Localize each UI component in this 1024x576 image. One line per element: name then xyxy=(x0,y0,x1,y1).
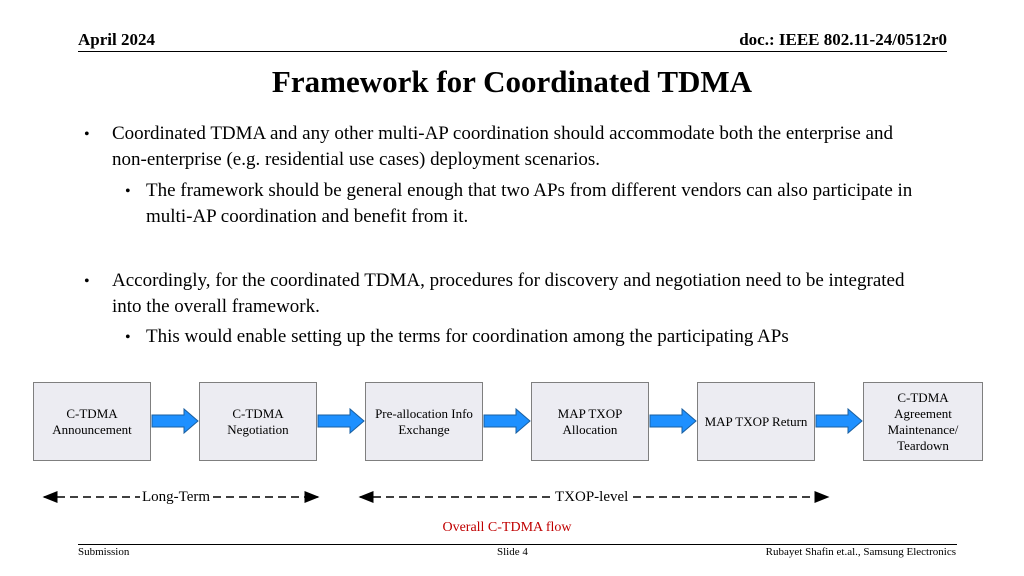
flow-step-allocation: MAP TXOP Allocation xyxy=(531,382,649,461)
slide-title: Framework for Coordinated TDMA xyxy=(271,64,753,99)
footer-authors: Rubayet Shafin et.al., Samsung Electroni… xyxy=(765,546,956,558)
bullet-marker: • xyxy=(84,126,90,143)
footer-divider xyxy=(78,544,957,545)
sub-bullet-text: This would enable setting up the terms f… xyxy=(146,326,789,347)
footer-submission: Submission xyxy=(78,546,130,558)
flow-arrow xyxy=(317,407,365,435)
flow-arrow xyxy=(483,407,531,435)
flow-arrows xyxy=(151,407,863,435)
header-divider xyxy=(78,51,947,52)
header-date: April 2024 xyxy=(78,30,155,49)
flow-step-maintenance: C-TDMA Agreement Maintenance/ Teardown xyxy=(863,382,983,461)
flow-arrow xyxy=(815,407,863,435)
flow-caption: Overall C-TDMA flow xyxy=(442,520,572,535)
txop-level-label: TXOP-level xyxy=(553,489,631,506)
long-term-label: Long-Term xyxy=(140,489,213,506)
sub-bullet-text: The framework should be general enough t… xyxy=(146,180,913,227)
bullet-marker: • xyxy=(125,183,131,200)
flow-arrow xyxy=(151,407,199,435)
bullet-text: Coordinated TDMA and any other multi-AP … xyxy=(112,123,893,170)
flow-arrow xyxy=(649,407,697,435)
footer-slide-number: Slide 4 xyxy=(497,546,528,558)
bullet-text: Accordingly, for the coordinated TDMA, p… xyxy=(112,270,905,317)
flow-step-announcement: C-TDMA Announcement xyxy=(33,382,151,461)
flow-step-negotiation: C-TDMA Negotiation xyxy=(199,382,317,461)
flow-step-pre-allocation: Pre-allocation Info Exchange xyxy=(365,382,483,461)
bullet-marker: • xyxy=(84,273,90,290)
flow-step-return: MAP TXOP Return xyxy=(697,382,815,461)
bullet-marker: • xyxy=(125,329,131,346)
header-doc-number: doc.: IEEE 802.11-24/0512r0 xyxy=(739,30,947,49)
